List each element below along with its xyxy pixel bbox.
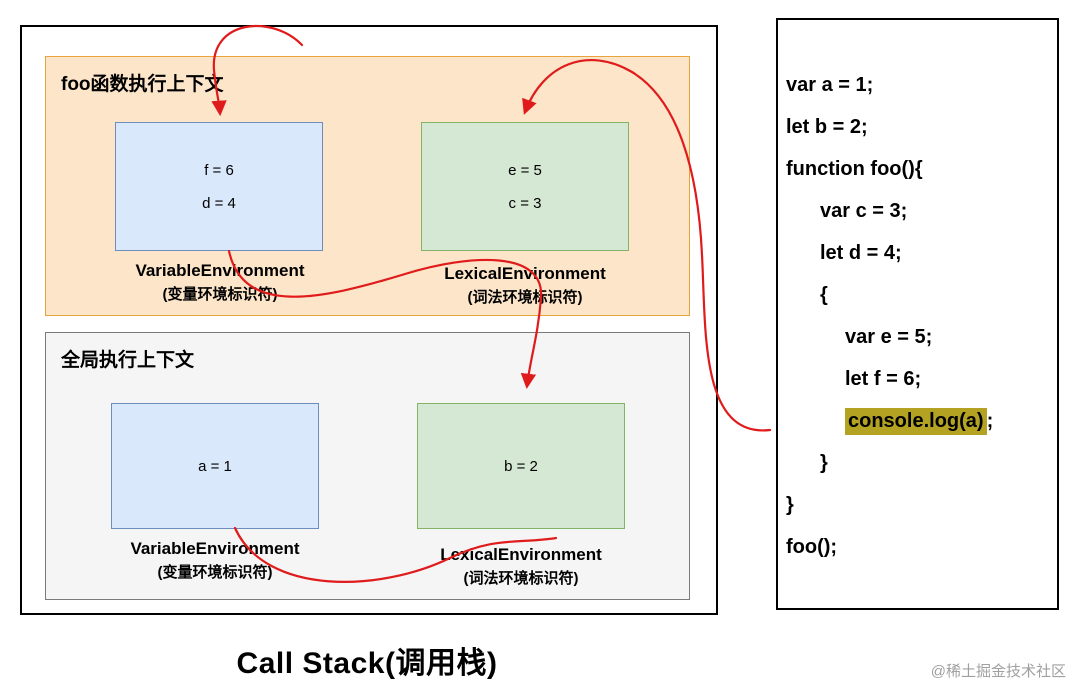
code-line: let b = 2; <box>786 115 868 138</box>
global-lexical-environment-box: b = 2 <box>417 403 625 529</box>
code-line: } <box>786 493 794 516</box>
code-line: var c = 3; <box>820 199 908 222</box>
global-execution-context: 全局执行上下文 a = 1 b = 2 VariableEnvironment … <box>45 332 690 600</box>
foo-execution-context: foo函数执行上下文 f = 6 d = 4 e = 5 c = 3 Varia… <box>45 56 690 316</box>
env-value: b = 2 <box>504 457 538 475</box>
code-line: let f = 6; <box>845 367 922 390</box>
code-line: { <box>820 283 828 306</box>
code-line-highlighted: console.log(a); <box>778 400 1057 442</box>
foo-variable-environment-box: f = 6 d = 4 <box>115 122 323 251</box>
global-context-title: 全局执行上下文 <box>61 350 195 371</box>
env-value: f = 6 <box>204 161 234 179</box>
code-line: foo(); <box>786 535 838 558</box>
global-variable-environment-box: a = 1 <box>111 403 319 529</box>
call-stack-caption: Call Stack(调用栈) <box>236 647 498 680</box>
foo-lexical-environment-box: e = 5 c = 3 <box>421 122 629 251</box>
highlighted-code: console.log(a) <box>845 407 987 435</box>
foo-variable-environment-label: VariableEnvironment (变量环境标识符) <box>135 261 305 303</box>
code-line: let d = 4; <box>820 241 902 264</box>
code-line: function foo(){ <box>786 157 923 180</box>
env-value: e = 5 <box>508 161 542 179</box>
watermark: @稀土掘金技术社区 <box>930 663 1066 680</box>
env-value: c = 3 <box>508 194 542 212</box>
foo-context-title: foo函数执行上下文 <box>61 74 224 95</box>
env-value: d = 4 <box>202 194 236 212</box>
global-variable-environment-label: VariableEnvironment (变量环境标识符) <box>130 539 300 581</box>
global-lexical-environment-label: LexicalEnvironment (词法环境标识符) <box>440 545 602 587</box>
code-line: } <box>820 451 828 474</box>
foo-lexical-environment-label: LexicalEnvironment (词法环境标识符) <box>444 264 606 306</box>
code-suffix: ; <box>986 409 994 432</box>
code-line: var a = 1; <box>786 73 874 96</box>
code-panel: var a = 1; let b = 2; function foo(){ va… <box>776 18 1059 610</box>
env-value: a = 1 <box>198 457 232 475</box>
code-line: var e = 5; <box>845 325 933 348</box>
